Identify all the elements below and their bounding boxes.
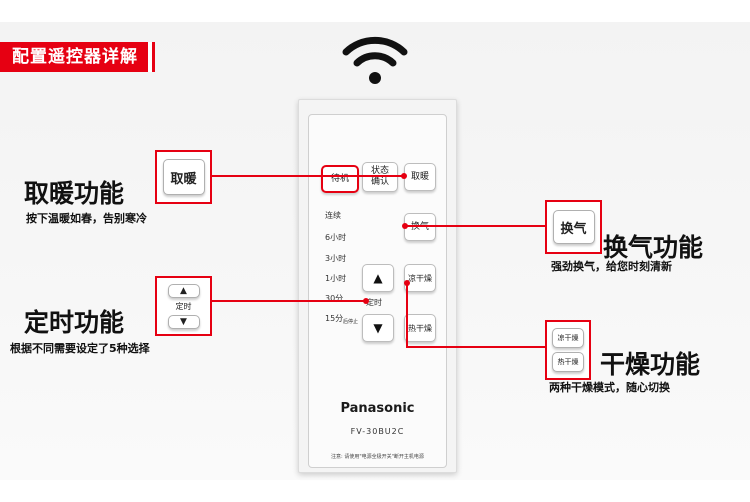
connector-drying [406, 346, 545, 348]
drying-callout-cool-label: 凉干燥 [557, 334, 579, 342]
timer-label-6h: 6小时 [325, 233, 347, 242]
heating-label: 取暖 [410, 171, 429, 182]
drying-feature-title: 干燥功能 [600, 350, 701, 379]
connector-drying-vertical [406, 283, 408, 347]
drying-callout-box: 凉干燥 热干燥 [545, 320, 591, 380]
timer-feature-title: 定时功能 [24, 308, 125, 337]
confirm-label: 确认 [370, 177, 389, 187]
timer-label-30m: 30分 [325, 294, 344, 303]
drying-callout-cool: 凉干燥 [552, 328, 584, 348]
connector-heating [208, 175, 406, 177]
remote-panel: 待机 状态 确认 取暖 换气 连续 6小时 3小时 1小时 30分 15分 后停… [308, 114, 447, 468]
connector-dot-heating [401, 173, 407, 179]
arrow-up-icon: ▲ [373, 270, 383, 285]
timer-callout-down: ▼ [167, 314, 200, 329]
connector-dot-ventilation [402, 223, 408, 229]
timer-sub-label: 后停止 [343, 319, 359, 325]
ventilation-callout-label: 换气 [560, 221, 587, 237]
cool-dry-button[interactable]: 凉干燥 [404, 264, 436, 292]
timer-label-1h: 1小时 [325, 274, 347, 283]
connector-dot-timer [363, 298, 369, 304]
remote-control: 待机 状态 确认 取暖 换气 连续 6小时 3小时 1小时 30分 15分 后停… [298, 99, 457, 473]
cool-dry-label: 凉干燥 [408, 273, 432, 283]
heating-callout-box: 取暖 [155, 150, 212, 204]
drying-feature-subtitle: 两种干燥模式，随心切换 [549, 381, 670, 394]
wifi-icon [342, 36, 408, 84]
timer-up-button[interactable]: ▲ [362, 264, 394, 292]
heating-callout-label: 取暖 [170, 171, 197, 187]
timer-button-label: 定时 [366, 298, 382, 307]
connector-ventilation [405, 225, 545, 227]
timer-callout-up: ▲ [167, 283, 200, 298]
page-title: 配置遥控器详解 [0, 42, 152, 72]
ventilation-label: 换气 [411, 222, 429, 233]
drying-callout-hot: 热干燥 [552, 352, 584, 372]
arrow-down-icon: ▼ [373, 320, 383, 335]
ventilation-callout-button: 换气 [552, 210, 595, 244]
timer-callout-label: 定时 [175, 301, 192, 311]
standby-label: 待机 [330, 173, 349, 184]
ventilation-feature-title: 换气功能 [603, 233, 704, 262]
timer-feature-subtitle: 根据不同需要设定了5种选择 [10, 342, 150, 355]
hot-dry-label: 热干燥 [408, 323, 432, 333]
ventilation-button[interactable]: 换气 [404, 213, 436, 241]
timer-callout-box: ▲ 定时 ▼ [155, 276, 212, 336]
hot-dry-button[interactable]: 热干燥 [404, 314, 436, 342]
brand-logo: Panasonic [340, 401, 415, 416]
connector-dot-drying [404, 280, 410, 286]
heating-feature-title: 取暖功能 [24, 179, 125, 208]
timer-label-15m: 15分 [325, 314, 344, 323]
status-confirm-button[interactable]: 状态 确认 [362, 162, 398, 192]
connector-timer [210, 300, 367, 302]
heating-feature-subtitle: 按下温暖如春，告别寒冷 [26, 212, 147, 225]
ventilation-feature-subtitle: 强劲换气，给您时刻清新 [551, 260, 672, 273]
timer-label-continuous: 连续 [325, 211, 341, 220]
heating-callout-button: 取暖 [162, 159, 205, 195]
timer-label-3h: 3小时 [325, 254, 347, 263]
timer-down-button[interactable]: ▼ [362, 314, 394, 342]
drying-callout-hot-label: 热干燥 [557, 358, 579, 366]
ventilation-callout-box: 换气 [545, 200, 602, 254]
heating-button[interactable]: 取暖 [404, 163, 436, 191]
model-number: FV-30BU2C [350, 427, 405, 436]
status-label: 状态 [370, 166, 389, 176]
safety-notice: 注意: 请使用"电源全极开关"断开主机电源 [331, 454, 424, 460]
standby-button[interactable]: 待机 [321, 165, 359, 193]
